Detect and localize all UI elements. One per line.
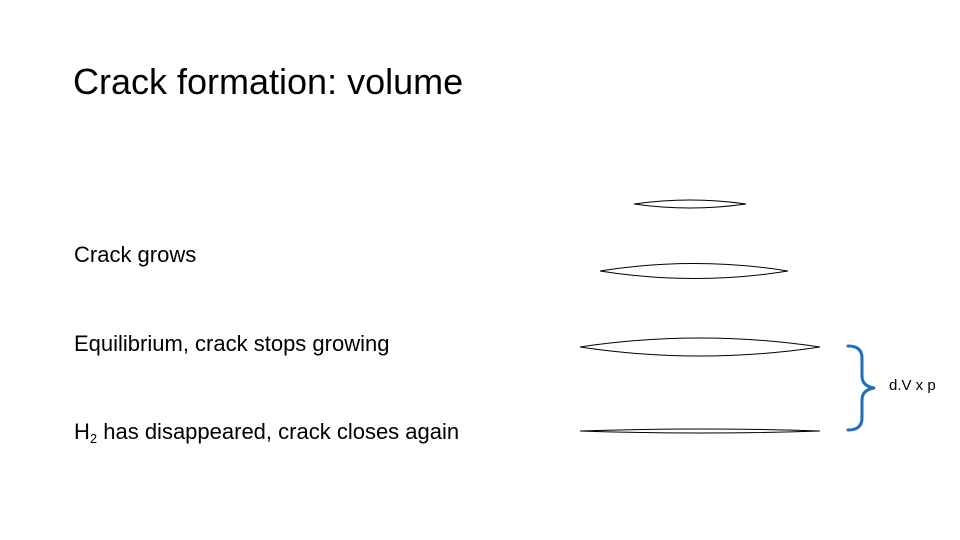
crack-small — [633, 199, 747, 209]
crack-equilibrium — [579, 337, 821, 357]
h2-subscript: 2 — [89, 431, 98, 446]
stage-label-rest: has disappeared, crack closes again — [97, 419, 460, 444]
slide-title: Crack formation: volume — [73, 61, 464, 102]
crack-growing — [599, 263, 789, 279]
stage-label-equilibrium: Equilibrium, crack stops growing — [74, 331, 390, 356]
stage-label-crack-grows: Crack grows — [74, 242, 197, 267]
h2-main: H — [74, 419, 90, 444]
stage-label-crack-closes: H2 has disappeared, crack closes again — [74, 418, 459, 446]
crack-closed — [579, 428, 821, 434]
volume-pressure-label: d.V x p — [889, 377, 936, 394]
brace-icon — [846, 344, 876, 432]
